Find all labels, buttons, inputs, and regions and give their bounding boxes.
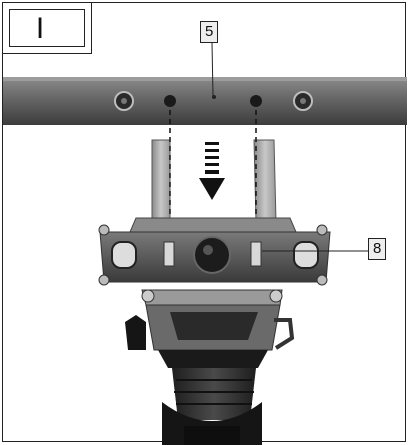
lower-clamp (125, 289, 295, 351)
strip-left (151, 139, 171, 223)
clamp-handle (274, 318, 295, 350)
mount-bracket (98, 217, 331, 286)
rail-hole-right (293, 91, 313, 111)
clamp-plate (141, 289, 283, 306)
rail-bar (3, 77, 407, 125)
joystick-grip (158, 350, 268, 445)
bracket-screw-tr (316, 224, 328, 236)
insert-direction-arrow (199, 142, 225, 200)
rail-bolt-left (164, 95, 176, 107)
grip-shaft (184, 426, 240, 445)
center-knob-highlight (203, 245, 213, 255)
bracket-top-edge (129, 217, 297, 233)
bracket-screw-br (316, 274, 328, 286)
center-knob (193, 236, 231, 274)
bracket-screw-bl (98, 274, 110, 286)
bracket-slot-left (111, 241, 137, 269)
grip-ribs (174, 379, 254, 405)
callout-5-label: 5 (200, 21, 219, 43)
rail-hole-left (114, 91, 134, 111)
rail-bolt-right (250, 95, 262, 107)
rail (3, 77, 407, 125)
grip-body (172, 368, 256, 420)
callout-8-label: 8 (368, 238, 387, 260)
step-marker-inner: I (9, 9, 85, 47)
strip-right (253, 139, 277, 223)
clamp-bolt-left (163, 241, 175, 267)
bracket-slot-right (293, 241, 319, 269)
step-marker: I (2, 2, 92, 54)
clamp-bolt-right (250, 241, 262, 267)
clamp-rubber-pad (170, 312, 258, 340)
bracket-screw-tl (98, 224, 110, 236)
step-label: I (35, 12, 45, 45)
clamp-screw-right (269, 289, 283, 303)
clamp-jaw-left (125, 315, 146, 350)
callout-5-leader (211, 42, 214, 97)
grip-collar (158, 350, 268, 368)
clamp-screw-left (141, 289, 155, 303)
rail-highlight (3, 77, 407, 81)
